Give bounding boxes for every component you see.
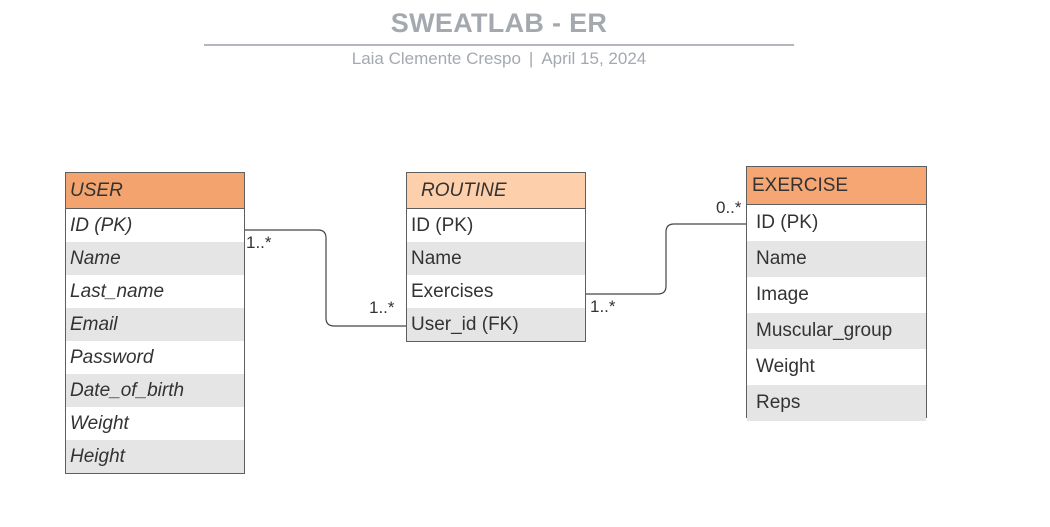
diagram-subtitle: Laia Clemente Crespo | April 15, 2024 bbox=[0, 49, 998, 69]
diagram-title: SWEATLAB - ER bbox=[390, 8, 608, 38]
attribute-user-id: ID (PK) bbox=[70, 214, 133, 236]
entity-routine[interactable]: ROUTINE ID (PK) Name Exercises User_id (… bbox=[406, 172, 586, 342]
title-divider bbox=[204, 44, 794, 46]
connector-routine-exercise bbox=[586, 223, 746, 295]
attribute-user-height: Height bbox=[66, 440, 244, 473]
attribute-user-last-name: Last_name bbox=[70, 280, 165, 302]
attribute-routine-exercises: Exercises bbox=[411, 280, 494, 302]
attribute-exercise-muscular-group: Muscular_group bbox=[747, 313, 926, 349]
attribute-routine-user-id: User_id (FK) bbox=[407, 308, 585, 341]
cardinality-routine-user-side: 1..* bbox=[369, 298, 395, 317]
attribute-user-weight: Weight bbox=[70, 412, 129, 434]
cardinality-routine-exercise-side: 1..* bbox=[590, 297, 616, 316]
attribute-user-email: Email bbox=[66, 308, 244, 341]
attribute-routine-id: ID (PK) bbox=[411, 214, 474, 236]
attribute-exercise-weight: Weight bbox=[756, 356, 815, 377]
attribute-user-password: Password bbox=[70, 346, 154, 368]
subtitle-separator: | bbox=[528, 49, 534, 68]
cardinality-user-side: 1..* bbox=[246, 233, 272, 252]
entity-exercise[interactable]: EXERCISE ID (PK) Name Image Muscular_gro… bbox=[746, 166, 927, 421]
attribute-exercise-id: ID (PK) bbox=[756, 212, 819, 233]
entity-exercise-name: EXERCISE bbox=[747, 167, 926, 205]
entity-user[interactable]: USER ID (PK) Name Last_name Email Passwo… bbox=[65, 172, 245, 474]
attribute-user-date-of-birth: Date_of_birth bbox=[66, 374, 244, 407]
diagram-date: April 15, 2024 bbox=[541, 49, 647, 68]
cardinality-exercise-side: 0..* bbox=[716, 198, 742, 217]
author-name: Laia Clemente Crespo bbox=[351, 49, 521, 68]
attribute-exercise-reps: Reps bbox=[747, 385, 926, 421]
entity-routine-name: ROUTINE bbox=[407, 173, 585, 209]
connector-user-routine bbox=[245, 229, 406, 327]
attribute-exercise-name: Name bbox=[747, 241, 926, 277]
attribute-exercise-image: Image bbox=[756, 284, 809, 305]
entity-user-name: USER bbox=[66, 173, 244, 209]
attribute-routine-name: Name bbox=[407, 242, 585, 275]
attribute-user-name: Name bbox=[66, 242, 244, 275]
